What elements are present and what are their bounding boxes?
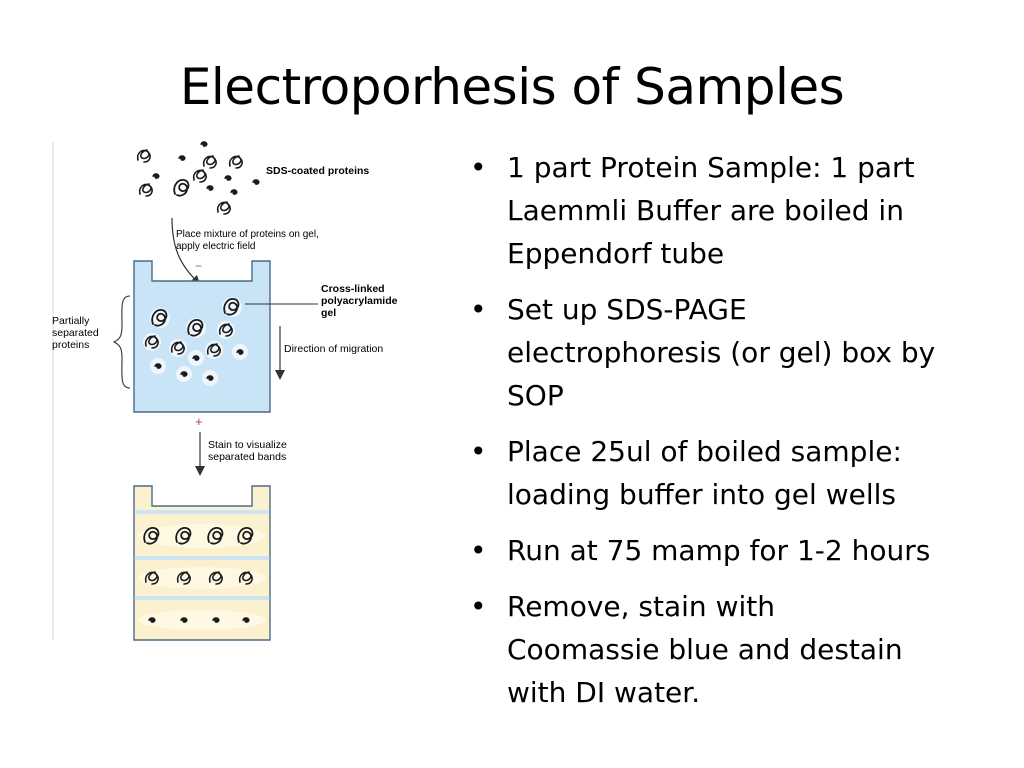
bullet-line: Run at 75 mamp for 1-2 hours bbox=[507, 534, 931, 567]
slide-title: Electroporhesis of Samples bbox=[179, 58, 845, 116]
bullet-line: 1 part Protein Sample: 1 part bbox=[507, 151, 915, 184]
place-mixture-label-2: apply electric field bbox=[176, 241, 255, 252]
crosslinked-label-3: gel bbox=[321, 307, 336, 319]
positive-electrode-label: + bbox=[195, 414, 203, 429]
bullet-line: electrophoresis (or gel) box by bbox=[507, 336, 936, 369]
direction-label: Direction of migration bbox=[284, 343, 383, 355]
place-mixture-label-1: Place mixture of proteins on gel, bbox=[176, 229, 319, 240]
bullet-line: loading buffer into gel wells bbox=[507, 478, 896, 511]
bullet-item: • Run at 75 mamp for 1-2 hours bbox=[470, 529, 1010, 572]
gel-stained bbox=[133, 485, 271, 641]
sds-protein-cluster bbox=[136, 141, 260, 215]
crosslinked-label-1: Cross-linked bbox=[321, 283, 385, 295]
procedure-bullets: • 1 part Protein Sample: 1 part Laemmli … bbox=[470, 146, 1010, 727]
negative-electrode-label: − bbox=[195, 259, 202, 273]
bullet-line: Coomassie blue and destain bbox=[507, 633, 903, 666]
bullet-dot: • bbox=[470, 151, 487, 184]
sds-coated-label: SDS-coated proteins bbox=[266, 165, 369, 177]
bullet-line: SOP bbox=[507, 379, 564, 412]
sds-page-diagram: SDS-coated proteins Place mixture of pro… bbox=[40, 136, 440, 646]
bullet-item: • Place 25ul of boiled sample: loading b… bbox=[470, 430, 1010, 516]
bullet-item: • Remove, stain with Coomassie blue and … bbox=[470, 585, 1010, 714]
bullet-line: Set up SDS-PAGE bbox=[507, 293, 747, 326]
bullet-item: • Set up SDS-PAGE electrophoresis (or ge… bbox=[470, 288, 1010, 417]
partial-brace bbox=[112, 295, 131, 389]
sds-page-diagram-svg: SDS-coated proteins Place mixture of pro… bbox=[52, 141, 398, 641]
bullet-item: • 1 part Protein Sample: 1 part Laemmli … bbox=[470, 146, 1010, 275]
migration-arrowhead bbox=[275, 370, 285, 380]
crosslinked-label-2: polyacrylamide bbox=[321, 295, 398, 307]
bullet-dot: • bbox=[470, 293, 487, 326]
bullet-line: Eppendorf tube bbox=[507, 237, 725, 270]
bullet-line: with DI water. bbox=[507, 676, 701, 709]
stain-label-1: Stain to visualize bbox=[208, 439, 287, 451]
bullet-dot: • bbox=[470, 435, 487, 468]
gel-top-proteins bbox=[143, 297, 248, 386]
stain-label-2: separated bands bbox=[208, 451, 286, 463]
bullet-line: Laemmli Buffer are boiled in bbox=[507, 194, 904, 227]
partial-label-1: Partially bbox=[52, 315, 90, 327]
partial-label-3: proteins bbox=[52, 339, 89, 351]
bullet-line: Place 25ul of boiled sample: bbox=[507, 435, 902, 468]
partial-label-2: separated bbox=[52, 327, 99, 339]
bullet-dot: • bbox=[470, 534, 487, 567]
bullet-dot: • bbox=[470, 590, 487, 623]
bullet-line: Remove, stain with bbox=[507, 590, 775, 623]
stain-arrowhead bbox=[195, 466, 205, 476]
